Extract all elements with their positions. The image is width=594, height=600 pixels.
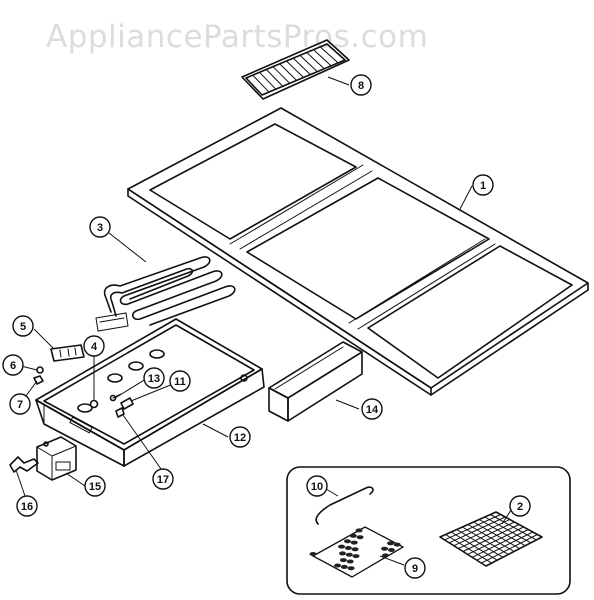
svg-text:8: 8 — [358, 80, 364, 92]
svg-text:13: 13 — [148, 373, 160, 385]
part-9-pad-pattern — [309, 528, 401, 571]
svg-text:10: 10 — [311, 481, 323, 493]
part-8-grate — [241, 39, 350, 100]
svg-text:6: 6 — [10, 360, 16, 372]
part-1-top-frame — [127, 107, 589, 396]
svg-text:4: 4 — [91, 341, 98, 353]
svg-text:12: 12 — [234, 432, 246, 444]
svg-text:3: 3 — [97, 222, 103, 234]
part-15-switch-box — [36, 436, 77, 481]
callout-4: 4 — [83, 335, 105, 357]
callout-10: 10 — [306, 475, 328, 497]
callout-11: 11 — [169, 370, 191, 392]
part-2-grid-filter — [439, 511, 543, 567]
svg-text:2: 2 — [517, 501, 523, 513]
callout-5: 5 — [12, 315, 34, 337]
part-4-grommet — [89, 399, 99, 409]
svg-text:17: 17 — [157, 474, 169, 486]
callout-14: 14 — [361, 398, 383, 420]
svg-text:14: 14 — [366, 404, 379, 416]
part-5-terminal-block — [50, 344, 85, 362]
svg-text:15: 15 — [89, 481, 101, 493]
part-9-filter-pad — [311, 526, 405, 578]
part-6-screw — [36, 366, 44, 374]
part-14-trough — [268, 341, 363, 422]
svg-text:11: 11 — [174, 376, 186, 388]
callout-8: 8 — [350, 74, 372, 96]
watermark-text: AppliancePartsPros.com — [46, 19, 428, 55]
part-10-wire-clip — [315, 486, 374, 525]
callout-16: 16 — [16, 495, 38, 517]
callout-3: 3 — [89, 216, 111, 238]
callout-2: 2 — [509, 495, 531, 517]
callout-12: 12 — [229, 426, 251, 448]
part-12-housing-pan — [35, 318, 265, 467]
svg-text:5: 5 — [20, 321, 26, 333]
svg-text:1: 1 — [480, 180, 486, 192]
leader-lines — [15, 76, 514, 566]
callout-7: 7 — [9, 393, 31, 415]
part-11-connector — [120, 397, 134, 410]
svg-text:16: 16 — [21, 501, 33, 513]
callout-13: 13 — [143, 367, 165, 389]
part-3-heating-element — [95, 256, 236, 332]
callout-6: 6 — [2, 354, 24, 376]
part-16-bracket — [9, 456, 39, 473]
callout-1: 1 — [472, 174, 494, 196]
svg-text:7: 7 — [17, 399, 23, 411]
callout-15: 15 — [84, 475, 106, 497]
part-17-bracket — [115, 407, 125, 418]
svg-text:9: 9 — [412, 563, 418, 575]
callout-17: 17 — [152, 468, 174, 490]
callout-9: 9 — [404, 557, 426, 579]
accessory-inset-box — [286, 466, 571, 595]
